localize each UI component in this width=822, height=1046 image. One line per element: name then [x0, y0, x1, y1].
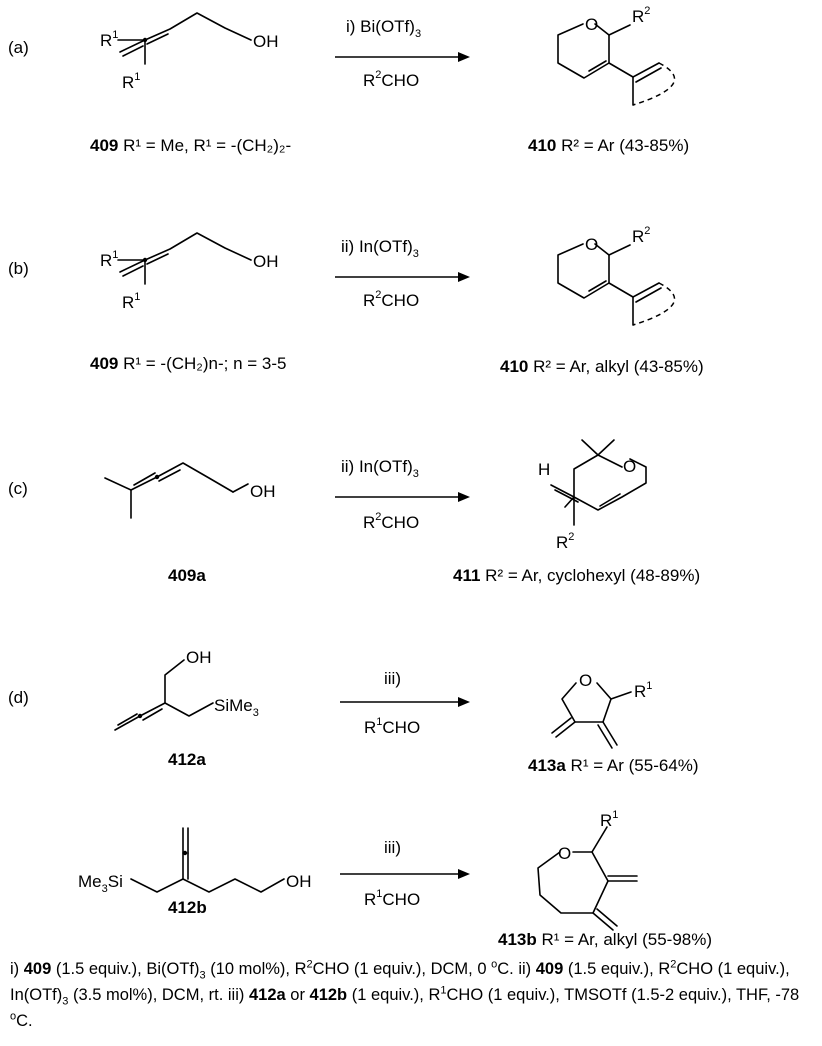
r1-label-top: R1	[100, 249, 118, 270]
scheme-b: (b) R1 R1 OH ii) In(OTf)3 R2CHO O R2 409	[8, 225, 704, 376]
r1-label-bottom: R1	[122, 291, 140, 312]
scheme-d-412a: (d) OH SiMe3 iii) R1CHO O R1 412a 413a R…	[8, 648, 699, 775]
reagent-below: R2CHO	[363, 289, 419, 310]
hydroxyl-label: OH	[186, 648, 212, 667]
ring-oxygen: O	[623, 457, 636, 476]
r2-label: R2	[632, 5, 650, 26]
hydroxyl-label: OH	[286, 872, 312, 891]
dihydropyran-410-structure	[557, 23, 676, 106]
reagent-above: iii)	[384, 838, 401, 857]
reagent-below: R2CHO	[363, 511, 419, 532]
trimethylsilyl-label: Me3Si	[78, 872, 123, 895]
scheme-c: (c) OH ii) In(OTf)3 R2CHO O H R2 409a 41	[8, 439, 700, 585]
product-caption: 410 R² = Ar (43-85%)	[528, 136, 689, 155]
sm-caption: 409 R¹ = -(CH₂)n-; n = 3-5	[90, 354, 287, 373]
product-caption: 413b R¹ = Ar, alkyl (55-98%)	[498, 930, 712, 949]
reagent-above: iii)	[384, 669, 401, 688]
r2-label: R2	[632, 225, 650, 246]
r1-label: R1	[634, 680, 652, 701]
product-caption: 411 R² = Ar, cyclohexyl (48-89%)	[453, 566, 700, 585]
dihydropyran-410-structure	[557, 243, 676, 326]
dihydropyran-411-structure	[550, 439, 647, 526]
hydroxyl-label: OH	[250, 482, 276, 501]
product-caption: 413a R¹ = Ar (55-64%)	[528, 756, 699, 775]
allene-alcohol-409-structure	[117, 12, 252, 65]
ring-oxygen: O	[579, 671, 592, 690]
reagent-above: ii) In(OTf)3	[341, 457, 419, 480]
allene-alcohol-409-structure	[117, 232, 252, 285]
sm-caption: 409a	[168, 566, 206, 585]
hydroxyl-label: OH	[253, 32, 279, 51]
oxepane-413b-structure	[537, 826, 638, 931]
r1-label-bottom: R1	[122, 71, 140, 92]
allene-412a-structure	[114, 659, 214, 731]
hydrogen-label: H	[538, 460, 550, 479]
reaction-scheme: (a) R1 R1 OH i) Bi(OTf)3 R2CHO O	[8, 5, 712, 949]
reagent-above: i) Bi(OTf)3	[346, 17, 421, 40]
ring-oxygen: O	[585, 235, 598, 254]
scheme-d-label: (d)	[8, 688, 29, 707]
reagent-below: R1CHO	[364, 716, 420, 737]
reagent-below: R2CHO	[363, 69, 419, 90]
allene-alcohol-409a-structure	[104, 462, 249, 519]
ring-oxygen: O	[558, 844, 571, 863]
r1-label: R1	[600, 809, 618, 830]
trimethylsilyl-label: SiMe3	[214, 696, 259, 719]
allene-412b-structure	[130, 827, 285, 893]
ring-oxygen: O	[585, 15, 598, 34]
sm-caption: 409 R¹ = Me, R¹ = -(CH₂)₂-	[90, 136, 291, 155]
product-caption: 410 R² = Ar, alkyl (43-85%)	[500, 357, 704, 376]
sm-caption: 412a	[168, 750, 206, 769]
tetrahydrofuran-413a-structure	[551, 682, 632, 749]
reagent-above: ii) In(OTf)3	[341, 237, 419, 260]
scheme-a: (a) R1 R1 OH i) Bi(OTf)3 R2CHO O	[8, 5, 689, 155]
conditions-footnote: i) 409 (1.5 equiv.), Bi(OTf)3 (10 mol%),…	[10, 958, 800, 1030]
scheme-a-label: (a)	[8, 38, 29, 57]
hydroxyl-label: OH	[253, 252, 279, 271]
sm-caption: 412b	[168, 898, 207, 917]
reagent-below: R1CHO	[364, 888, 420, 909]
scheme-c-label: (c)	[8, 479, 28, 498]
r1-label-top: R1	[100, 29, 118, 50]
r2-label: R2	[556, 531, 574, 552]
scheme-b-label: (b)	[8, 259, 29, 278]
scheme-d-412b: OH Me3Si iii) R1CHO O R1 412b 413b R¹ = …	[78, 809, 712, 949]
